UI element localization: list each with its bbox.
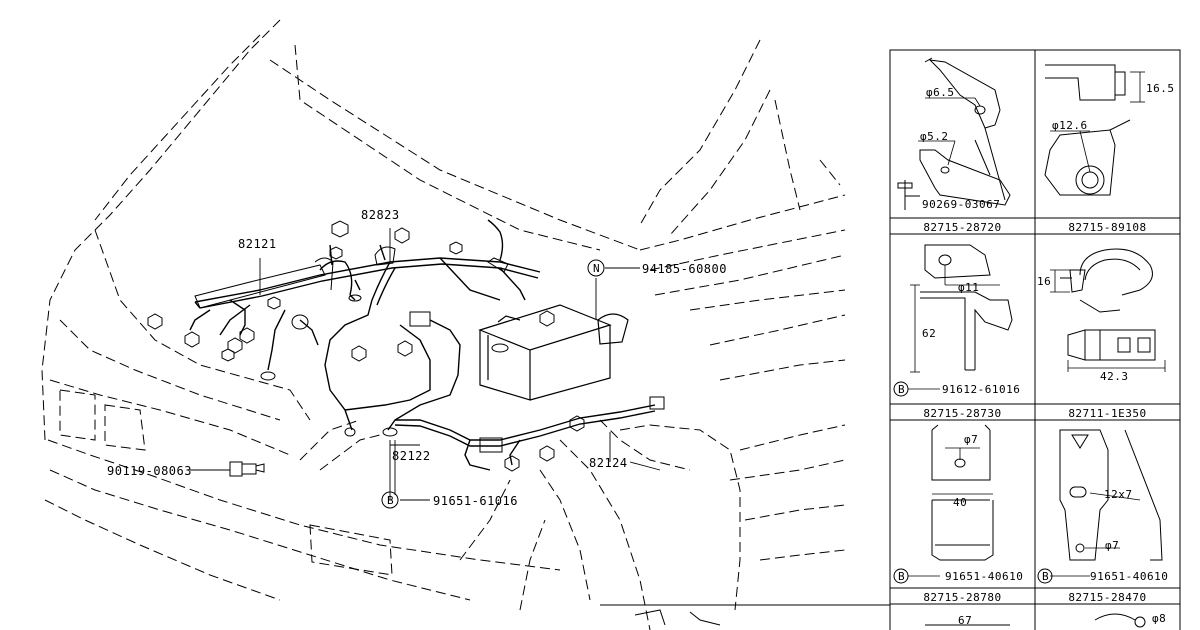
dim-lines-c3 (908, 265, 1000, 390)
c3-caption: 82715-28730 (923, 407, 1002, 420)
c1-dim-b: φ5.2 (920, 130, 949, 143)
relay-block (194, 257, 334, 309)
bracket-89108 (1044, 64, 1131, 196)
c5-dim-b: 40 (953, 496, 968, 509)
battery (478, 304, 629, 401)
c5-badge-circle (893, 568, 909, 584)
wire-harness (189, 219, 656, 471)
c6-dim-b: φ7 (1105, 539, 1120, 552)
dim-lines-c1 (918, 97, 981, 166)
badge-b-circle (381, 491, 399, 509)
bracket-28720 (897, 57, 1011, 210)
dim-lines-c2 (1050, 71, 1145, 173)
c6-badge: B (1041, 570, 1050, 583)
c2-dim-a: 16.5 (1146, 82, 1175, 95)
c5-dim-a: φ7 (964, 433, 979, 446)
part-label-82122: 82122 (392, 449, 431, 463)
part-label-82823: 82823 (361, 208, 400, 222)
c5-caption: 82715-28780 (923, 591, 1002, 604)
c4-caption: 82711-1E350 (1068, 407, 1147, 420)
c1-caption: 82715-28720 (923, 221, 1002, 234)
c6-badge-circle (1037, 568, 1053, 584)
bolt (229, 461, 265, 477)
c4-dim-a: 16 (1037, 275, 1052, 288)
c2-caption: 82715-89108 (1068, 221, 1147, 234)
part-label-82124: 82124 (589, 456, 628, 470)
c1-dim-a: φ6.5 (926, 86, 955, 99)
badge-n: N (592, 262, 601, 275)
c4-dim-b: 42.3 (1100, 370, 1129, 383)
clamp-1e350 (1060, 248, 1156, 361)
c3-part-number: 91612-61016 (942, 383, 1021, 396)
c3-dim-a: φ11 (958, 281, 980, 294)
parts-panel-grid (600, 49, 1181, 630)
badge-b: B (386, 494, 395, 507)
c5-part-number: 91651-40610 (945, 570, 1024, 583)
c1-part-number: 90269-03067 (922, 198, 1001, 211)
bracket-bottom-partial (634, 609, 1146, 628)
c3-dim-b: 62 (922, 327, 937, 340)
c5-badge: B (897, 570, 906, 583)
c8-dim-a: φ8 (1152, 612, 1167, 625)
bracket-28730 (920, 244, 1013, 371)
dim-lines-c6 (1050, 492, 1141, 577)
part-label-94185-60800: 94185-60800 (642, 262, 727, 276)
part-label-82121: 82121 (238, 237, 277, 251)
dim-lines-c5 (908, 447, 993, 577)
bracket-28780 (931, 424, 994, 561)
leader-lines (190, 228, 661, 501)
bracket-28470 (1059, 429, 1163, 561)
grommet (487, 257, 509, 273)
c3-badge-circle (893, 381, 909, 397)
c6-part-number: 91651-40610 (1090, 570, 1169, 583)
c6-caption: 82715-28470 (1068, 591, 1147, 604)
part-label-90119-08063: 90119-08063 (107, 464, 192, 478)
dim-lines-c4 (1050, 269, 1166, 372)
connectors (147, 220, 665, 472)
c6-dim-a: 12x7 (1104, 488, 1133, 501)
badge-n-circle (587, 259, 605, 277)
c7-dim-a: 67 (958, 614, 973, 627)
c2-dim-b: φ12.6 (1052, 119, 1088, 132)
c3-badge: B (897, 383, 906, 396)
part-label-91651-61016: 91651-61016 (433, 494, 518, 508)
